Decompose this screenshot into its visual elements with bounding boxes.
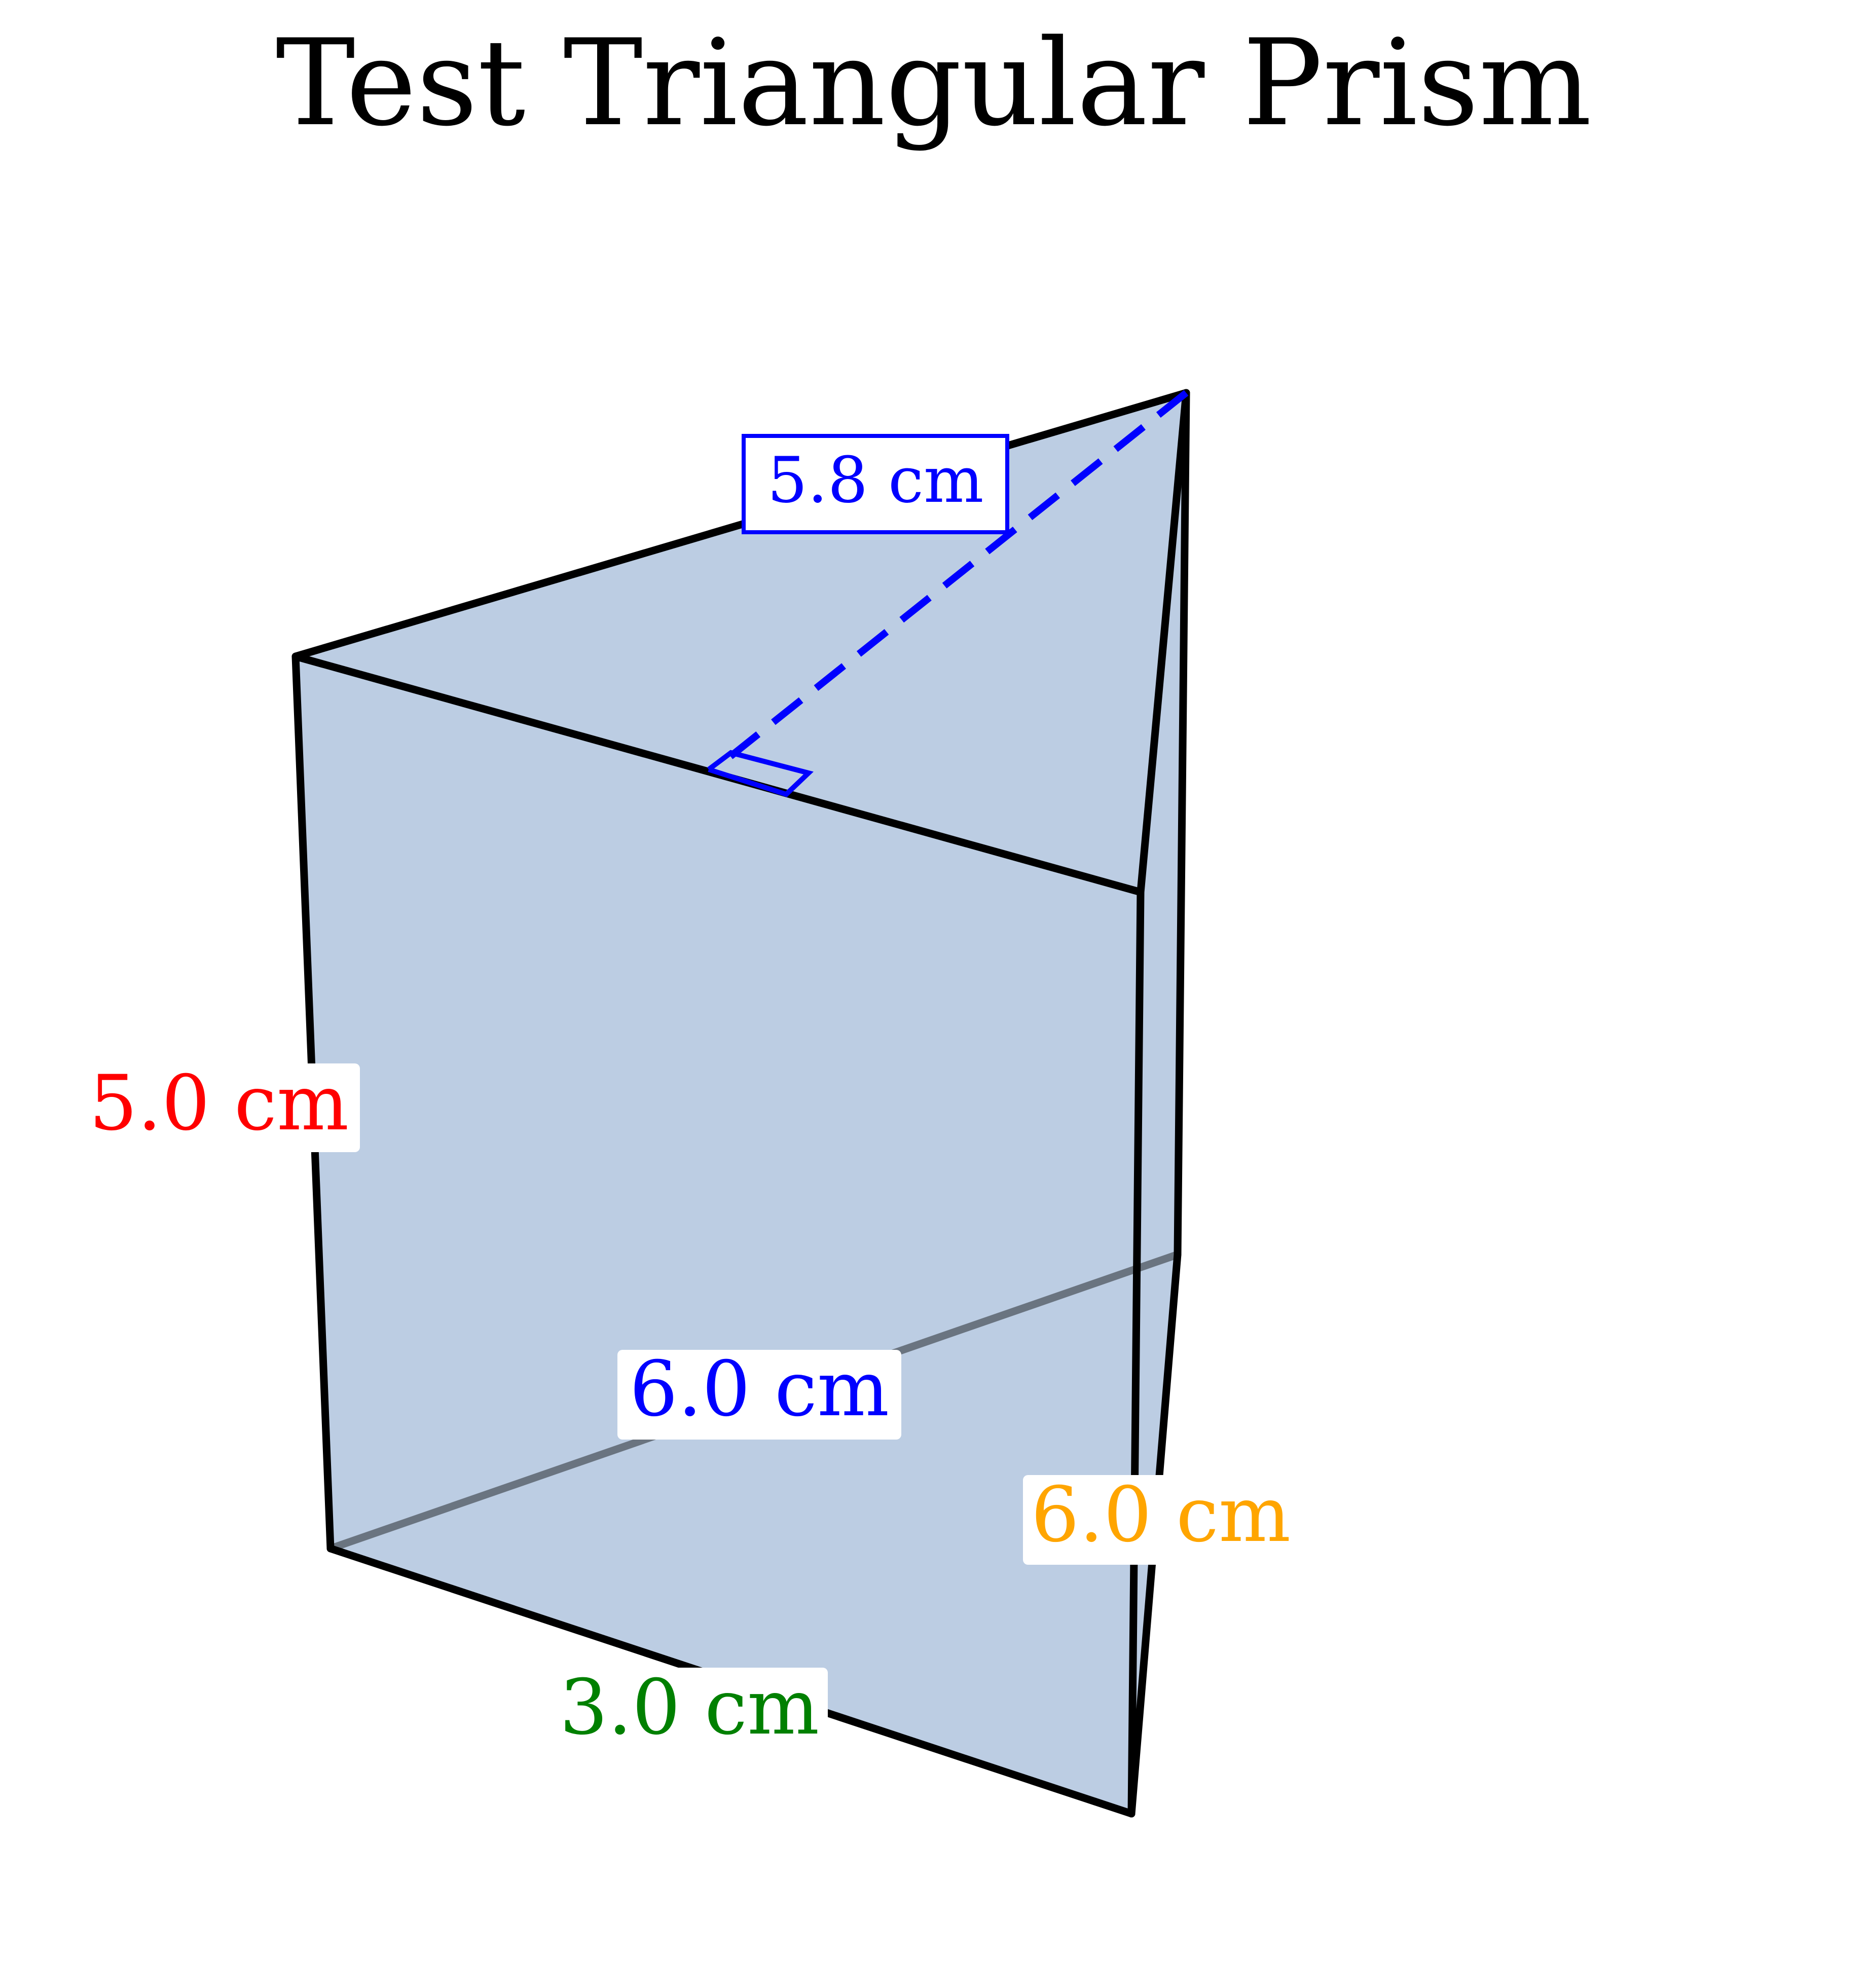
base-front-label-box bbox=[552, 1668, 828, 1757]
length-label: 6.0 cm bbox=[1031, 1471, 1291, 1559]
diagram-title: Test Triangular Prism bbox=[276, 14, 1592, 153]
slant-height-label-box bbox=[742, 434, 1009, 534]
front-vertical-edge bbox=[1127, 888, 1145, 1818]
height-label: 5.0 cm bbox=[89, 1059, 349, 1148]
base-front-label: 3.0 cm bbox=[560, 1664, 819, 1752]
left-rectangular-face bbox=[296, 656, 1141, 1814]
right-rectangular-face bbox=[1131, 393, 1186, 1814]
slant-height-line bbox=[727, 390, 1189, 760]
base-back-label-box bbox=[617, 1350, 901, 1440]
right-angle-marker bbox=[707, 750, 814, 797]
length-label-box bbox=[1023, 1475, 1299, 1565]
height-label-box bbox=[79, 1063, 360, 1152]
back-vertical-edge bbox=[1174, 389, 1190, 1259]
slant-height-label: 5.8 cm bbox=[767, 444, 983, 517]
base-back-label: 6.0 cm bbox=[630, 1345, 889, 1433]
